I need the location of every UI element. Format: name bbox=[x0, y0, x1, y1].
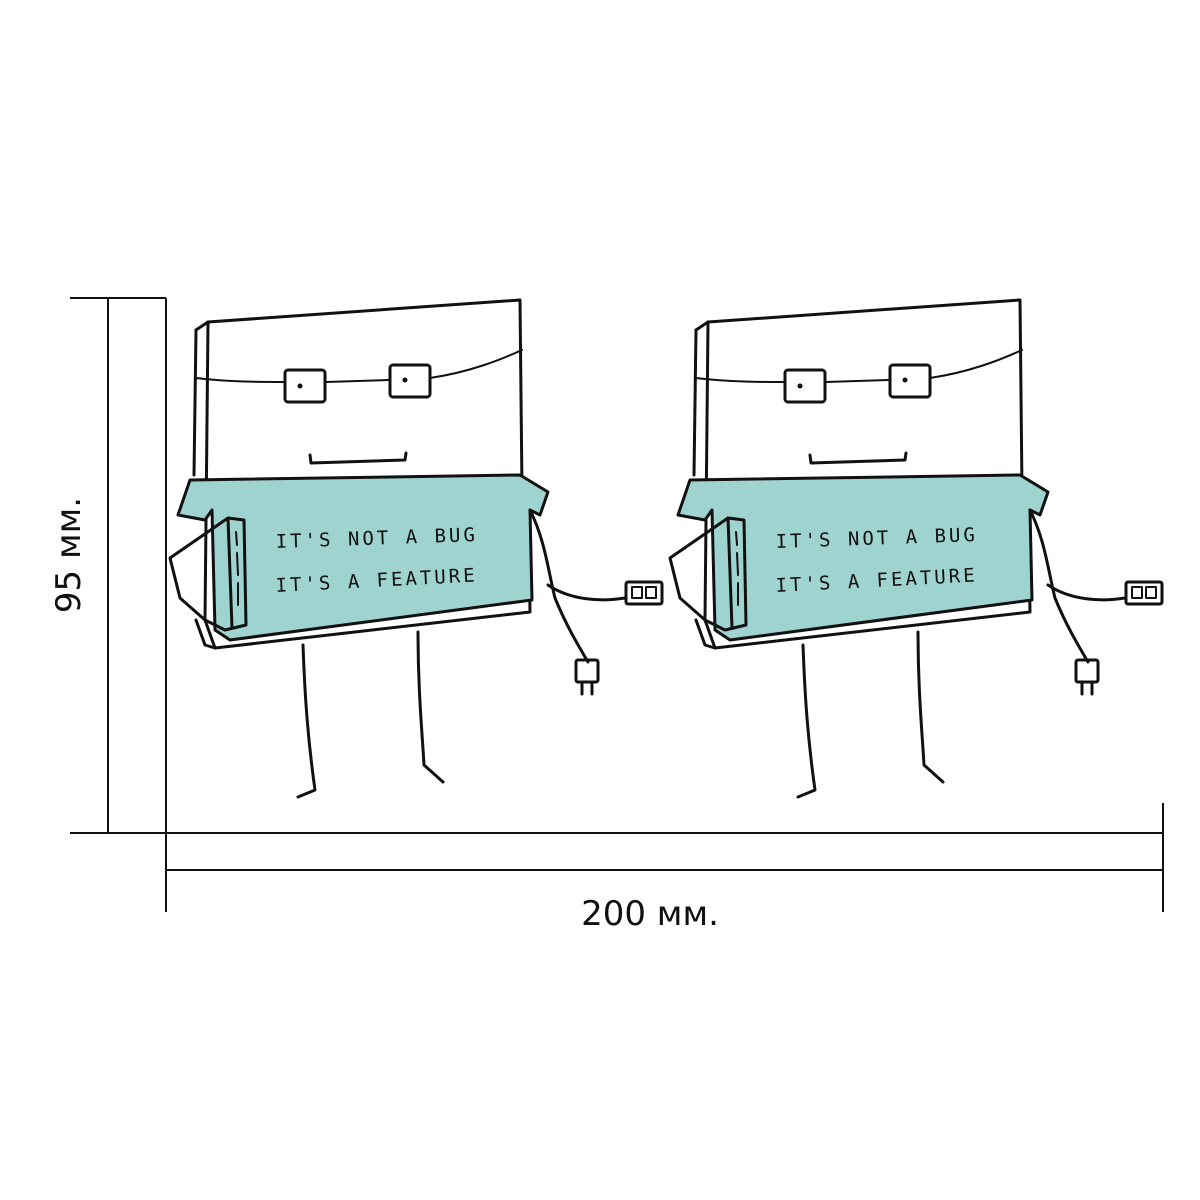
character-left: IT'S NOT A BUG IT'S A FEATURE bbox=[168, 298, 664, 799]
character-right: IT'S NOT A BUG IT'S A FEATURE bbox=[668, 298, 1164, 799]
height-label: 95 мм. bbox=[49, 497, 89, 613]
width-dimension: 200 мм. bbox=[165, 803, 1164, 934]
width-label: 200 мм. bbox=[581, 894, 719, 934]
height-dimension: 95 мм. bbox=[49, 297, 167, 834]
